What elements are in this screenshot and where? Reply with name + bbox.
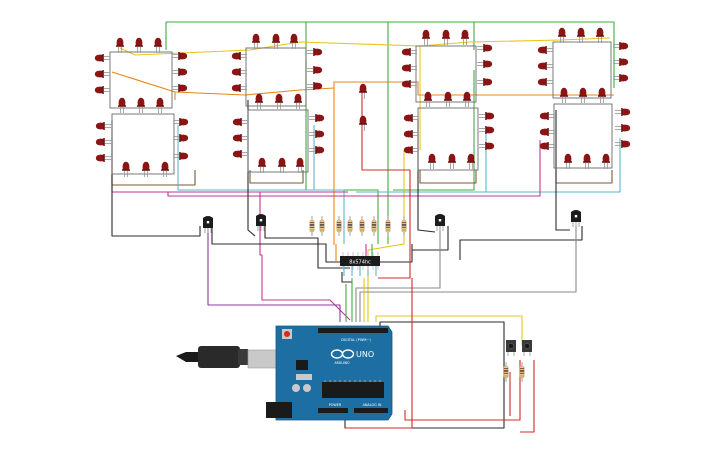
usb-chip — [296, 360, 308, 370]
usb-cable-icon[interactable] — [176, 346, 279, 369]
arduino-brand-text: ARDUINO — [334, 361, 350, 365]
led-module-6 — [232, 93, 325, 174]
arduino-model-text: UNO — [356, 350, 374, 359]
arduino-logo: ARDUINO UNO — [330, 349, 374, 365]
microcontroller-chip — [322, 382, 384, 398]
pushbutton-1[interactable] — [506, 340, 516, 356]
led-module-2 — [231, 33, 323, 107]
analog-header-label: ANALOG IN — [363, 403, 382, 407]
led-matrix-group — [94, 27, 631, 178]
led-module-4 — [537, 27, 629, 99]
power-jack — [266, 402, 292, 418]
digital-header-label: DIGITAL (PWM~) — [341, 338, 371, 342]
led-module-8 — [539, 87, 631, 170]
wires — [111, 21, 621, 433]
analog-header: ANALOG IN — [354, 403, 388, 413]
pushbutton-group — [503, 340, 532, 383]
led-module-7 — [403, 91, 495, 171]
resistor-bank — [309, 215, 407, 237]
digital-header: DIGITAL (PWM~) — [318, 328, 388, 342]
pushbutton-2[interactable] — [522, 340, 532, 356]
led-module-3 — [401, 29, 493, 103]
reset-button-icon[interactable] — [282, 329, 292, 339]
led-module-1 — [94, 37, 188, 109]
arduino-uno-board[interactable]: DIGITAL (PWM~) ARDUINO UNO POWER — [176, 325, 393, 421]
shift-register-chip[interactable]: 8x574hc — [340, 252, 380, 270]
power-header-label: POWER — [329, 403, 342, 407]
led-center-column — [358, 83, 368, 132]
power-header: POWER — [318, 403, 348, 413]
led-module-5 — [95, 97, 189, 178]
transistor-icon — [570, 209, 582, 228]
shift-register-label: 8x574hc — [349, 260, 371, 266]
transistor-icon — [434, 213, 446, 232]
crystal — [296, 374, 312, 380]
